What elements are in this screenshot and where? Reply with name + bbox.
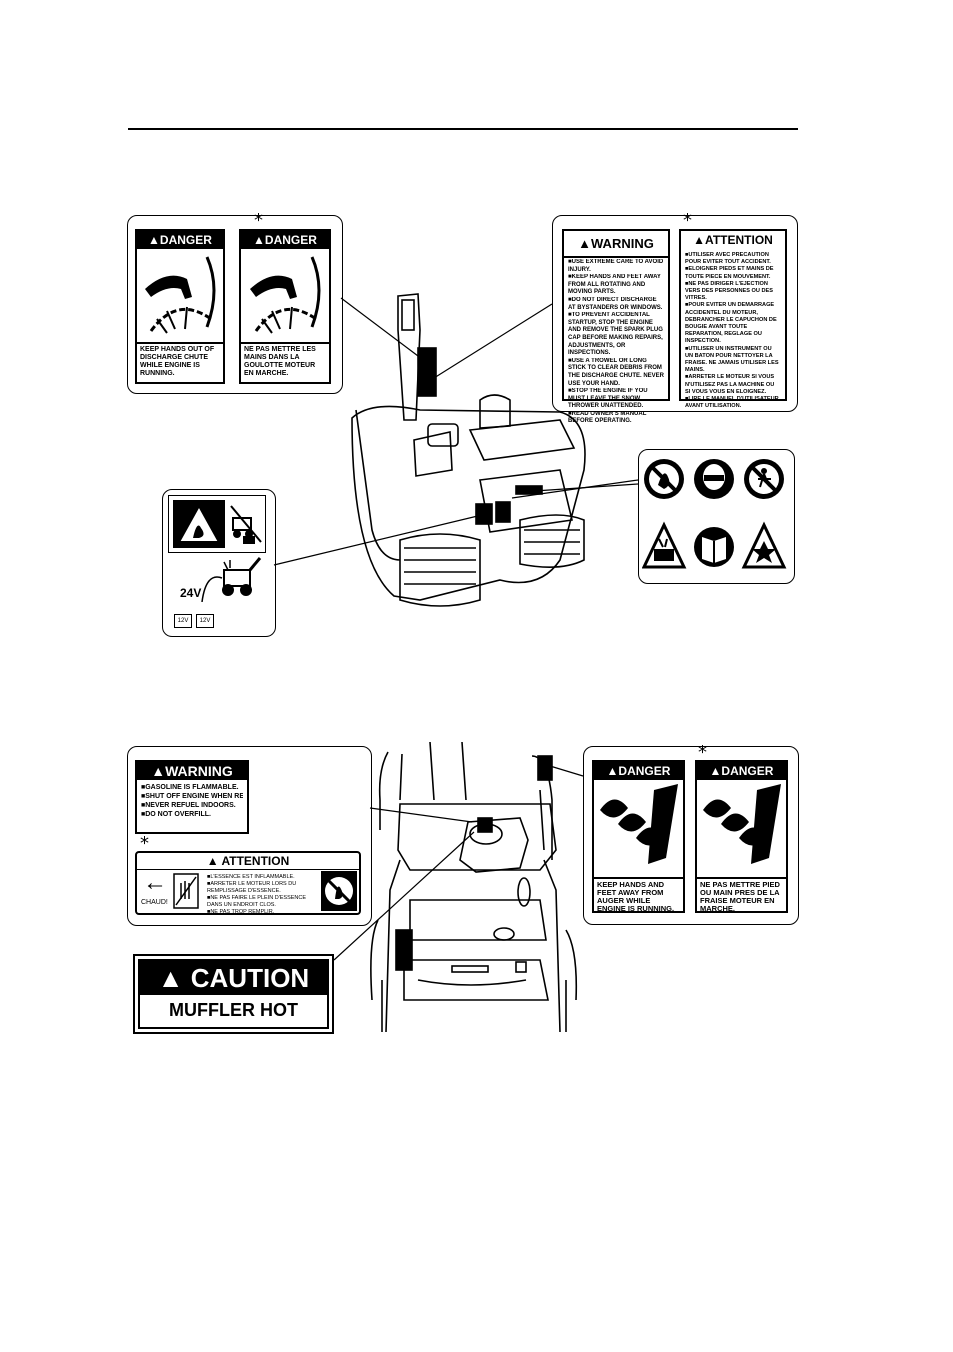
battery-cell: 12V	[196, 614, 214, 628]
danger-chute-label-en: ▲DANGER KEEP HANDS OUT OF DISCHARGE CHUT…	[135, 229, 225, 384]
caution-header: ▲ CAUTION	[140, 961, 327, 995]
fuel-attention-item: ■NE PAS TROP REMPLIR.	[207, 909, 275, 915]
warning-list: ■USE EXTREME CARE TO AVOID INJURY. ■KEEP…	[564, 256, 668, 429]
warning-item: ■TO PREVENT ACCIDENTAL STARTUP, STOP THE…	[568, 312, 663, 357]
auger-danger-label-fr: ▲DANGER NE PAS METTRE PIED OU MAIN PRES …	[695, 760, 788, 913]
auger-icon	[600, 784, 678, 864]
fuel-warning-item: ■SHUT OFF ENGINE WHEN REFUELING.	[141, 793, 243, 800]
header-rule	[128, 128, 798, 130]
pictogram-grid	[642, 459, 787, 569]
warning-header: ▲WARNING	[562, 229, 670, 258]
hot-arrow-icon: ←	[143, 869, 167, 896]
danger-header: ▲DANGER	[697, 762, 786, 780]
warning-label-en: ▲WARNING ■USE EXTREME CARE TO AVOID INJU…	[562, 229, 670, 424]
attention-item: ■ARRETER LE MOTEUR SI VOUS N'UTILISEZ PA…	[685, 374, 775, 395]
warning-item: ■READ OWNER'S MANUAL BEFORE OPERATING.	[568, 410, 647, 425]
fuel-warning-list: ■GASOLINE IS FLAMMABLE. ■SHUT OFF ENGINE…	[137, 780, 247, 822]
danger-text: NE PAS METTRE LES MAINS DANS LA GOULOTTE…	[241, 342, 329, 380]
attention-label-fr: ▲ATTENTION ■UTILISER AVEC PRECAUTION POU…	[679, 229, 787, 409]
eye-protection-icon	[694, 459, 734, 499]
danger-text: NE PAS METTRE PIED OU MAIN PRES DE LA FR…	[697, 877, 786, 915]
warning-header: ▲WARNING	[137, 762, 247, 780]
fire-hazard-icon	[173, 500, 225, 548]
battery-cell-voltage: 12V	[199, 618, 211, 624]
hand-chute-icon	[250, 256, 321, 334]
no-fire-fuel-icon	[321, 871, 357, 911]
attention-item: ■NE PAS DIRIGER L'EJECTION VERS DES PERS…	[685, 280, 773, 302]
no-touch-icon	[173, 873, 199, 909]
danger-text: KEEP HANDS AND FEET AWAY FROM AUGER WHIL…	[594, 877, 683, 915]
snowthrower-side-view	[351, 293, 586, 607]
warning-item: ■DO NOT DIRECT DISCHARGE AT BYSTANDERS O…	[568, 296, 663, 311]
explosion-icon	[741, 521, 787, 569]
no-flame-icon	[644, 459, 684, 499]
fuel-attention-list: ■L'ESSENCE EST INFLAMMABLE. ■ARRETER LE …	[203, 871, 315, 919]
warning-item: ■STOP THE ENGINE IF YOU MUST LEAVE THE S…	[568, 388, 648, 410]
danger-text: KEEP HANDS OUT OF DISCHARGE CHUTE WHILE …	[137, 342, 223, 380]
no-children-icon	[744, 459, 784, 499]
caution-text: MUFFLER HOT	[169, 1000, 298, 1020]
attention-item: ■LIRE LE MANUEL D'UTILISATEUR AVANT UTIL…	[685, 396, 779, 410]
battery-cell: 12V	[174, 614, 192, 628]
fuel-attention-item: ■ARRETER LE MOTEUR LORS DU REMPLISSAGE D…	[207, 881, 297, 894]
battery-acid-icon	[642, 521, 687, 569]
attention-item: ■UTILISER UN INSTRUMENT OU UN BATON POUR…	[685, 345, 779, 374]
french-marker: *	[254, 210, 263, 231]
battery-cell-voltage: 12V	[177, 618, 189, 624]
danger-header: ▲DANGER	[594, 762, 683, 780]
no-machine-icon	[230, 505, 262, 544]
french-marker: *	[683, 210, 692, 231]
danger-header: ▲DANGER	[137, 231, 223, 249]
fuel-attention-item: ■L'ESSENCE EST INFLAMMABLE.	[207, 874, 295, 880]
read-manual-icon	[694, 527, 734, 567]
french-marker: *	[140, 833, 149, 854]
fuel-warning-item: ■DO NOT OVERFILL.	[141, 811, 211, 818]
attention-item: ■ELOIGNER PIEDS ET MAINS DE TOUTE PIECE …	[685, 266, 774, 280]
attention-item: ■UTILISER AVEC PRECAUTION POUR EVITER TO…	[685, 252, 771, 266]
attention-header: ▲ATTENTION	[681, 231, 785, 249]
snowthrower-rear-view	[370, 741, 578, 1033]
warning-item: ■USE A TROWEL OR LONG STICK TO CLEAR DEB…	[568, 357, 664, 387]
attention-list: ■UTILISER AVEC PRECAUTION POUR EVITER TO…	[681, 249, 785, 413]
hand-chute-icon	[145, 256, 216, 334]
jump-start-diagram	[201, 557, 262, 602]
fuel-warning-item: ■NEVER REFUEL INDOORS.	[141, 802, 236, 809]
danger-chute-label-fr: ▲DANGER NE PAS METTRE LES MAINS DANS LA …	[239, 229, 331, 384]
fuel-warning-label: ▲WARNING ■GASOLINE IS FLAMMABLE. ■SHUT O…	[135, 760, 249, 834]
leader-lines	[273, 297, 639, 961]
attention-header: ▲ ATTENTION	[137, 853, 359, 870]
french-marker: *	[698, 742, 707, 763]
muffler-caution-label: ▲ CAUTION MUFFLER HOT	[133, 954, 334, 1034]
hot-word: CHAUD!	[141, 899, 168, 906]
fuel-attention-label: ▲ ATTENTION ← CHAUD! ■L'ESSENCE EST INFL…	[135, 851, 361, 915]
attention-item: ■POUR EVITER UN DEMARRAGE ACCIDENTEL DU …	[685, 302, 777, 345]
danger-header: ▲DANGER	[241, 231, 329, 249]
warning-item: ■USE EXTREME CARE TO AVOID INJURY.	[568, 259, 664, 273]
fuel-attention-item: ■NE PAS FAIRE LE PLEIN D'ESSENCE DANS UN…	[207, 895, 307, 908]
auger-icon	[703, 784, 781, 864]
battery-fire-label	[168, 495, 266, 553]
fuel-warning-item: ■GASOLINE IS FLAMMABLE.	[141, 784, 239, 791]
battery-voltage: 24V	[180, 586, 202, 600]
auger-danger-label-en: ▲DANGER KEEP HANDS AND FEET AWAY FROM AU…	[592, 760, 685, 913]
warning-item: ■KEEP HANDS AND FEET AWAY FROM ALL ROTAT…	[568, 274, 661, 296]
